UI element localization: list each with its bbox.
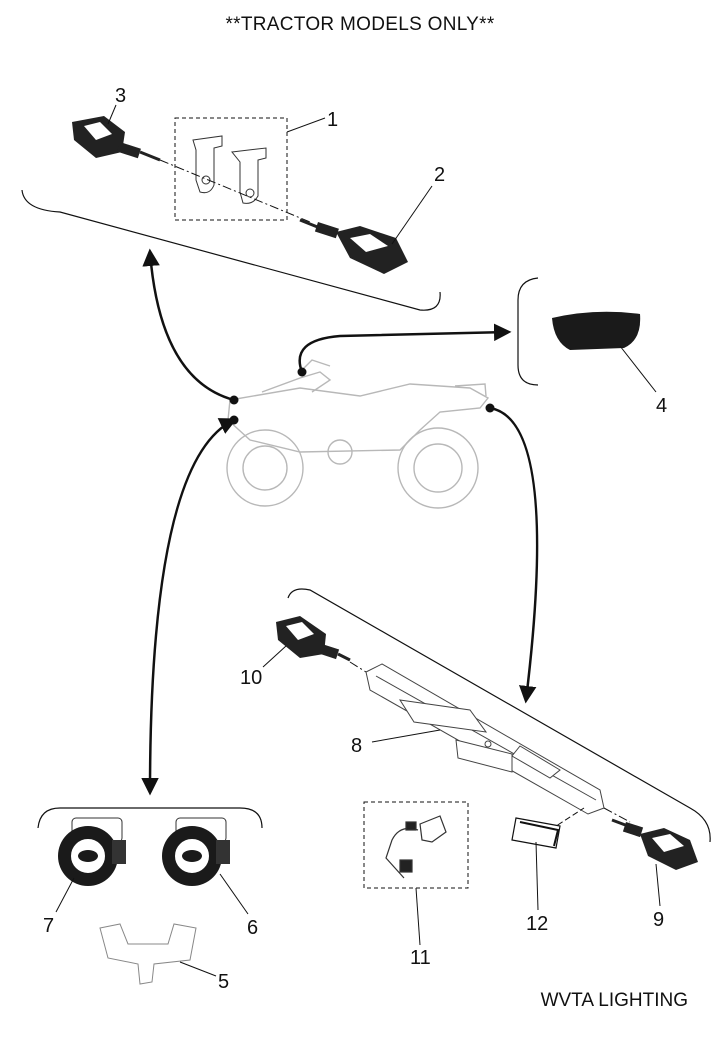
callout-6: 6 — [247, 917, 259, 939]
mounting-bracket-icon — [192, 135, 267, 204]
plate-light-icon — [385, 815, 447, 879]
plate-light-box — [363, 801, 469, 889]
callout-8: 8 — [351, 735, 363, 757]
front-left-indicator-icon — [72, 116, 161, 162]
arrow-to-rear-bar — [489, 406, 539, 704]
arrow-to-windscreen — [298, 323, 512, 373]
front-indicator-group-bracket — [21, 189, 441, 311]
rear-bar-group-bracket — [287, 588, 711, 843]
atv-vehicle-outline — [226, 359, 490, 509]
callout-11: 11 — [410, 947, 431, 969]
callout-12: 12 — [526, 913, 549, 935]
callout-5: 5 — [218, 971, 230, 993]
callout-3: 3 — [115, 85, 127, 107]
page-title: **TRACTOR MODELS ONLY** — [225, 14, 495, 35]
rear-left-indicator-icon — [276, 616, 351, 662]
callout-4: 4 — [656, 395, 668, 417]
callout-7: 7 — [43, 915, 55, 937]
front-right-indicator-icon — [299, 218, 408, 274]
callout-9: 9 — [653, 909, 665, 931]
arrow-to-headlamps — [141, 418, 238, 796]
rear-lighting-bar-icon — [365, 663, 605, 815]
headlamp-right-icon — [162, 817, 230, 886]
callout-2: 2 — [434, 164, 446, 186]
callout-1: 1 — [327, 109, 339, 131]
diagram-caption: WVTA LIGHTING — [540, 990, 688, 1011]
headlamp-left-icon — [58, 817, 126, 886]
callout-10: 10 — [240, 667, 263, 689]
headlamp-group-bracket — [37, 807, 263, 829]
headlamp-bracket-icon — [99, 923, 197, 985]
windscreen-icon — [552, 311, 641, 350]
rear-right-indicator-icon — [611, 818, 698, 870]
windscreen-group-bracket — [517, 277, 539, 386]
rear-reflector-icon — [511, 817, 561, 849]
arrow-to-front-indicators — [142, 248, 235, 402]
mounting-bracket-box — [174, 117, 288, 221]
